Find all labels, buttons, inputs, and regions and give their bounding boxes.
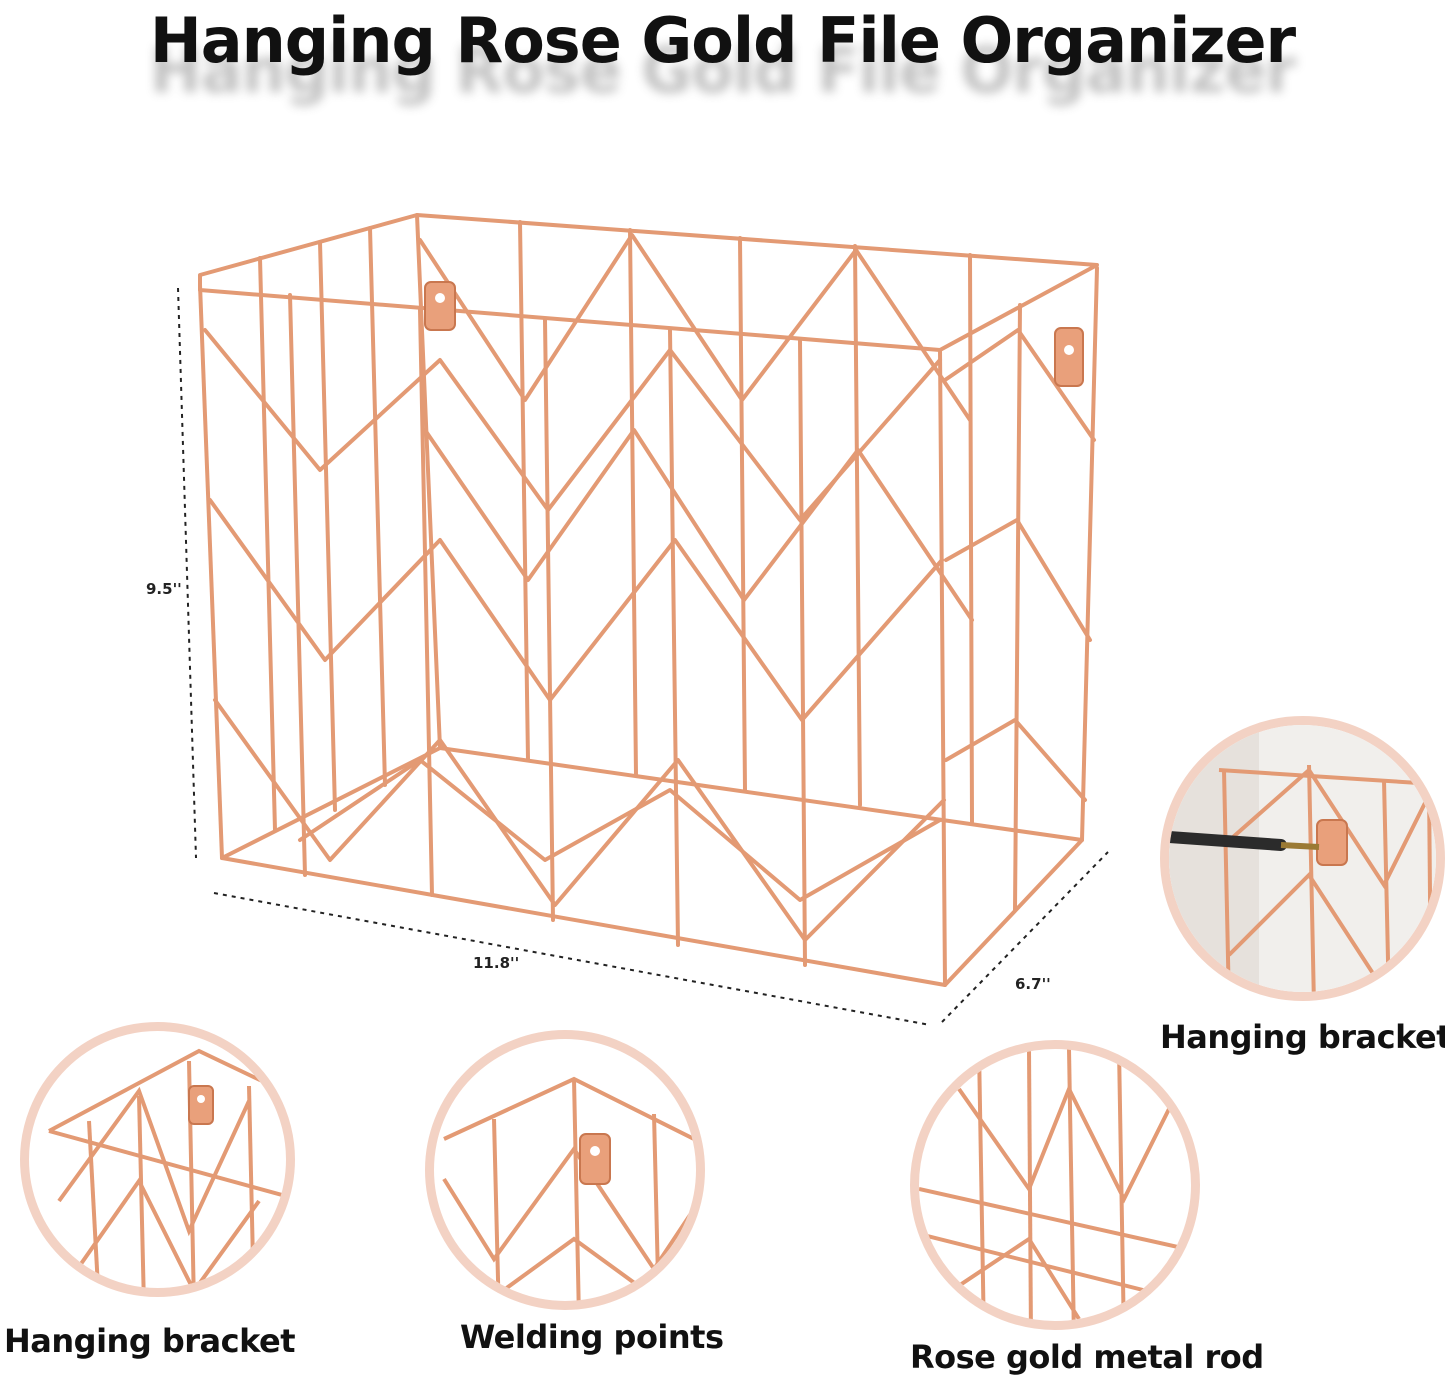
caption-rose-gold-metal-rod: Rose gold metal rod xyxy=(910,1338,1264,1376)
detail-circle-rod xyxy=(910,1040,1200,1330)
page-title: Hanging Rose Gold File Organizer xyxy=(149,4,1296,77)
title-shadow: Hanging Rose Gold File Organizer xyxy=(149,34,1296,107)
detail-circle-welding xyxy=(425,1030,705,1310)
width-dimension-label: 11.8'' xyxy=(473,954,520,972)
title-area: Hanging Rose Gold File Organizer Hanging… xyxy=(0,0,1445,120)
detail-hanging-bracket-screw xyxy=(1160,716,1445,1001)
welding-detail-image xyxy=(442,1076,696,1301)
caption-welding-points: Welding points xyxy=(460,1318,724,1356)
detail-circle-screw xyxy=(1160,716,1445,1001)
rod-detail-image xyxy=(919,1049,1191,1321)
detail-circle-bracket xyxy=(20,1022,295,1297)
screw-detail-image xyxy=(1169,725,1436,992)
depth-dimension-label: 6.7'' xyxy=(1015,975,1051,993)
detail-metal-rod xyxy=(910,1040,1200,1330)
file-organizer-basket-image xyxy=(177,213,1109,1026)
caption-hanging-bracket-right: Hanging bracket xyxy=(1160,1018,1445,1056)
caption-hanging-bracket-left: Hanging bracket xyxy=(4,1322,296,1360)
detail-welding-points xyxy=(425,1030,705,1310)
height-dimension-label: 9.5'' xyxy=(146,580,182,598)
bracket-detail-image xyxy=(48,1048,286,1288)
detail-hanging-bracket xyxy=(20,1022,295,1297)
